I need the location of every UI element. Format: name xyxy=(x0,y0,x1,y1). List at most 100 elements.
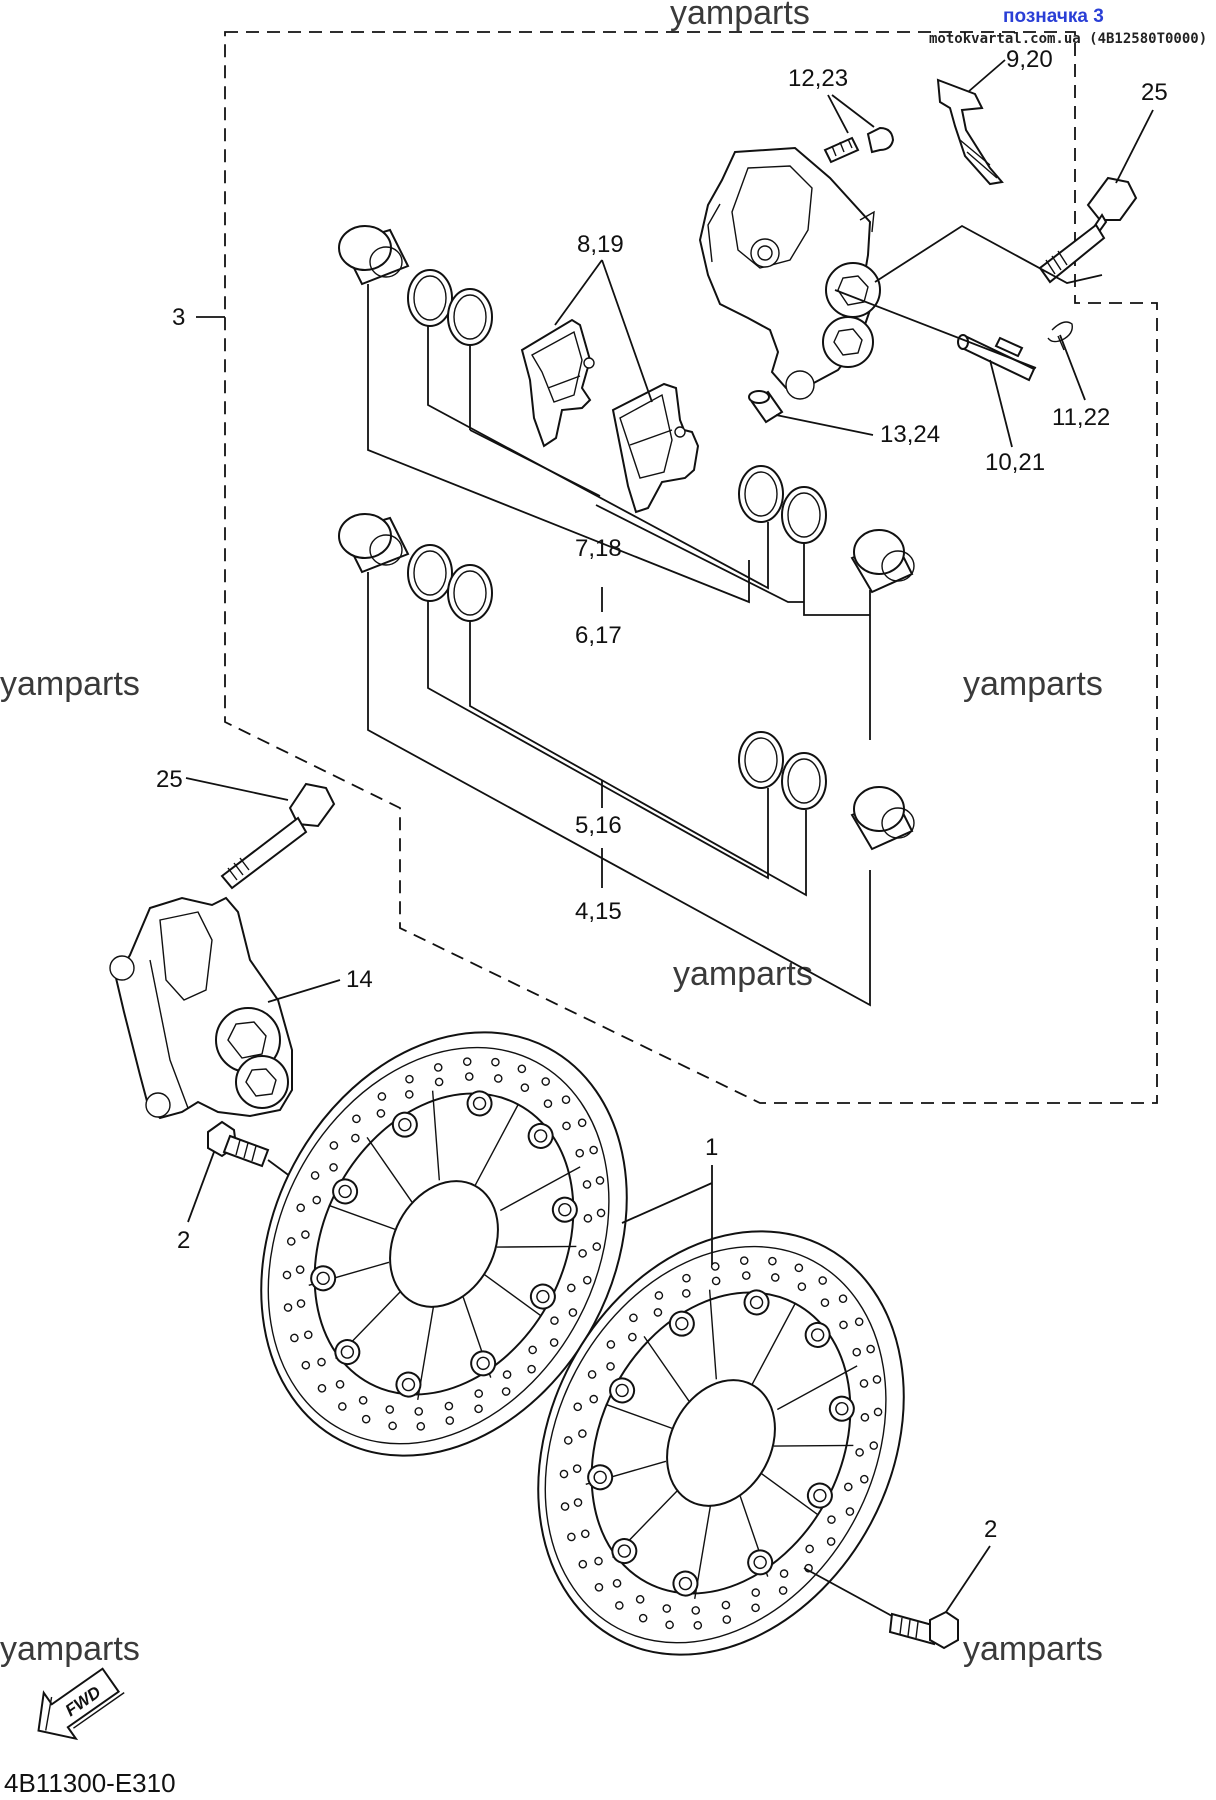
disc-drill-hole xyxy=(779,1569,789,1578)
disc-drill-hole xyxy=(563,1436,573,1445)
disc-bobbin-center xyxy=(749,1295,764,1310)
brake-disc-upper xyxy=(260,1031,628,1457)
disc-drill-hole xyxy=(662,1604,672,1613)
disc-drill-hole xyxy=(873,1407,883,1417)
disc-bobbin-center xyxy=(340,1345,355,1359)
disc-bobbin xyxy=(529,1283,556,1310)
disc-drill-hole xyxy=(855,1448,864,1457)
disc-drill-hole xyxy=(580,1529,590,1539)
piston-seals-lower-right xyxy=(738,731,827,810)
disc-drill-hole xyxy=(416,1422,426,1431)
disc-drill-hole xyxy=(587,1370,597,1379)
disc-drill-hole xyxy=(361,1414,371,1424)
disc-drill-hole xyxy=(869,1441,879,1450)
disc-drill-hole xyxy=(596,1208,606,1218)
disc-bobbin-center xyxy=(338,1184,352,1199)
caliper-body-left xyxy=(109,896,293,1120)
disc-drill-hole xyxy=(312,1195,322,1205)
disc-drill-hole xyxy=(352,1114,361,1124)
disc-drill-hole xyxy=(638,1613,648,1623)
disc-drill-hole xyxy=(560,1502,570,1511)
disc-bobbin xyxy=(828,1395,855,1422)
disc-drill-hole xyxy=(797,1282,807,1291)
disc-bobbin xyxy=(551,1196,578,1223)
disc-drill-hole xyxy=(583,1214,593,1223)
callout-25-top: 25 xyxy=(1141,79,1168,106)
disc-drill-hole xyxy=(711,1276,721,1286)
disc-drill-hole xyxy=(444,1401,454,1411)
bleed-screw xyxy=(823,126,895,164)
disc-drill-hole xyxy=(722,1615,732,1624)
disc-bobbin-center xyxy=(813,1488,827,1503)
pad-pin xyxy=(957,334,1036,382)
disc-drill-hole xyxy=(741,1271,751,1280)
disc-bobbin-center xyxy=(398,1117,412,1132)
disc-bobbin-center xyxy=(615,1383,629,1398)
disc-drill-hole xyxy=(295,1265,305,1274)
disc-drill-hole xyxy=(794,1263,804,1273)
disc-drill-hole xyxy=(770,1273,780,1282)
disc-drill-hole xyxy=(335,1380,345,1389)
disc-bobbin xyxy=(334,1339,361,1366)
disc-drill-hole xyxy=(303,1330,313,1340)
disc-drill-hole xyxy=(541,1077,550,1086)
disc-drill-hole xyxy=(317,1357,326,1367)
callout-9-20: 9,20 xyxy=(1006,46,1053,73)
disc-drill-hole xyxy=(595,1176,605,1185)
disc-bobbin xyxy=(806,1482,833,1509)
disc-bobbin-center xyxy=(753,1555,767,1570)
disc-drill-hole xyxy=(589,1145,598,1155)
disc-drill-hole xyxy=(550,1316,559,1325)
callout-8-19: 8,19 xyxy=(577,231,624,258)
disc-bobbin xyxy=(804,1321,831,1348)
disc-bolt-right xyxy=(888,1610,959,1650)
caliper-bolt-left xyxy=(220,782,336,890)
header-source: motokvartal.com.ua (4B12580T0000) xyxy=(929,31,1207,47)
disc-drill-hole xyxy=(845,1507,855,1516)
piston-lower-right xyxy=(850,786,915,851)
disc-drill-hole xyxy=(566,1283,576,1293)
disc-bobbin-center xyxy=(558,1203,572,1217)
disc-drill-hole xyxy=(286,1237,296,1246)
disc-drill-hole xyxy=(562,1121,571,1131)
disc-drill-hole xyxy=(778,1586,788,1595)
disc-drill-hole xyxy=(414,1407,424,1416)
disc-drill-hole xyxy=(502,1370,512,1379)
disc-drill-hole xyxy=(751,1603,760,1613)
disc-drill-hole xyxy=(594,1556,603,1566)
disc-drill-hole xyxy=(615,1601,624,1610)
disc-drill-hole xyxy=(376,1109,386,1118)
disc-drill-hole xyxy=(681,1289,691,1298)
disc-bobbin-center xyxy=(675,1316,689,1331)
pin-clip xyxy=(1047,321,1073,351)
disc-drill-hole xyxy=(572,1464,582,1473)
watermark-right-mid: yamparts xyxy=(963,665,1103,703)
disc-drill-hole xyxy=(852,1347,862,1357)
disc-drill-hole xyxy=(388,1421,397,1431)
disc-drill-hole xyxy=(567,1532,576,1542)
disc-bobbin xyxy=(466,1090,493,1117)
callout-2-left: 2 xyxy=(177,1227,190,1254)
brake-pad-1 xyxy=(520,318,595,448)
disc-drill-hole xyxy=(493,1074,503,1083)
disc-bobbin xyxy=(310,1265,337,1292)
disc-drill-hole xyxy=(612,1579,622,1588)
disc-bobbin-center xyxy=(533,1129,548,1143)
watermark-left-mid: yamparts xyxy=(0,665,140,703)
callout-25-left: 25 xyxy=(156,766,183,793)
brake-pad-2 xyxy=(611,382,700,514)
brake-disc-lower xyxy=(537,1230,905,1656)
disc-drill-hole xyxy=(682,1273,691,1283)
disc-drill-hole xyxy=(296,1203,306,1213)
disc-drill-hole xyxy=(301,1360,311,1370)
disc-drill-hole xyxy=(843,1482,853,1492)
disc-drill-hole xyxy=(301,1230,310,1239)
fwd-arrow-icon: FWD xyxy=(37,1667,125,1741)
disc-drill-hole xyxy=(691,1606,701,1615)
disc-drill-hole xyxy=(549,1338,559,1347)
callout-3: 3 xyxy=(172,304,185,331)
disc-bobbin xyxy=(587,1464,614,1491)
disc-bobbin xyxy=(747,1549,774,1576)
disc-drill-hole xyxy=(592,1242,602,1251)
